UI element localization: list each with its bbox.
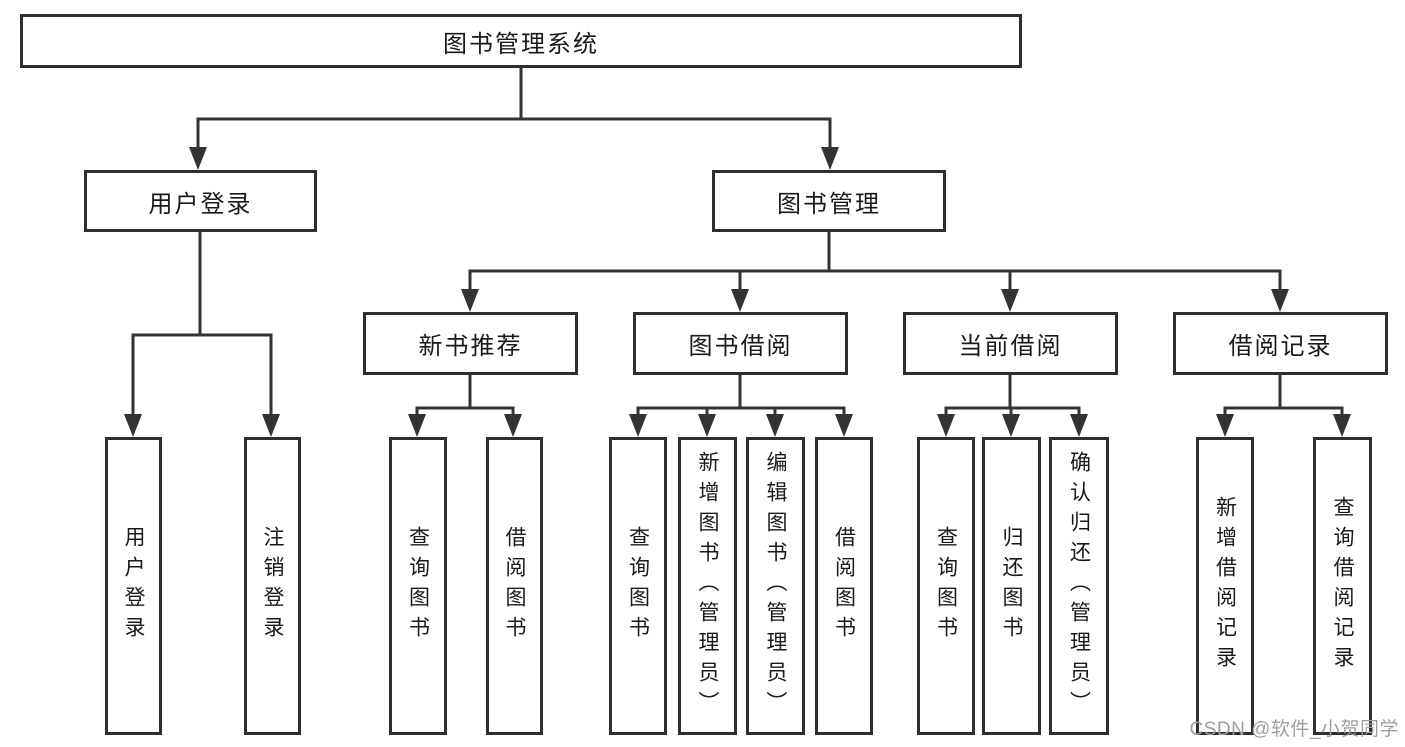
leaf-records-add-borrow-record: 新增借阅记录 bbox=[1196, 437, 1254, 735]
csdn-watermark: CSDN @软件_小贺同学 bbox=[1189, 719, 1399, 740]
node-book-borrowing: 图书借阅 bbox=[633, 312, 848, 375]
leaf-logout: 注销登录 bbox=[244, 437, 301, 735]
node-user-login: 用户登录 bbox=[84, 170, 317, 232]
leaf-borrow-add-books-admin: 新增图书（管理员） bbox=[678, 437, 737, 735]
leaf-newbooks-query-books: 查询图书 bbox=[389, 437, 447, 735]
leaf-borrow-borrow-books: 借阅图书 bbox=[815, 437, 873, 735]
leaf-current-return-books: 归还图书 bbox=[982, 437, 1041, 735]
leaf-records-query-borrow-record: 查询借阅记录 bbox=[1313, 437, 1372, 735]
leaf-borrow-query-books: 查询图书 bbox=[609, 437, 667, 735]
leaf-current-confirm-return-admin: 确认归还（管理员） bbox=[1049, 437, 1109, 735]
node-current-borrowing: 当前借阅 bbox=[903, 312, 1118, 375]
node-book-management: 图书管理 bbox=[712, 170, 946, 232]
node-library-management-system: 图书管理系统 bbox=[20, 14, 1022, 68]
leaf-newbooks-borrow-books: 借阅图书 bbox=[486, 437, 543, 735]
arrowheads bbox=[124, 147, 1351, 437]
leaf-user-login: 用户登录 bbox=[105, 437, 162, 735]
node-new-book-recommend: 新书推荐 bbox=[363, 312, 578, 375]
leaf-borrow-edit-books-admin: 编辑图书（管理员） bbox=[746, 437, 805, 735]
leaf-current-query-books: 查询图书 bbox=[917, 437, 975, 735]
node-borrow-records: 借阅记录 bbox=[1173, 312, 1388, 375]
